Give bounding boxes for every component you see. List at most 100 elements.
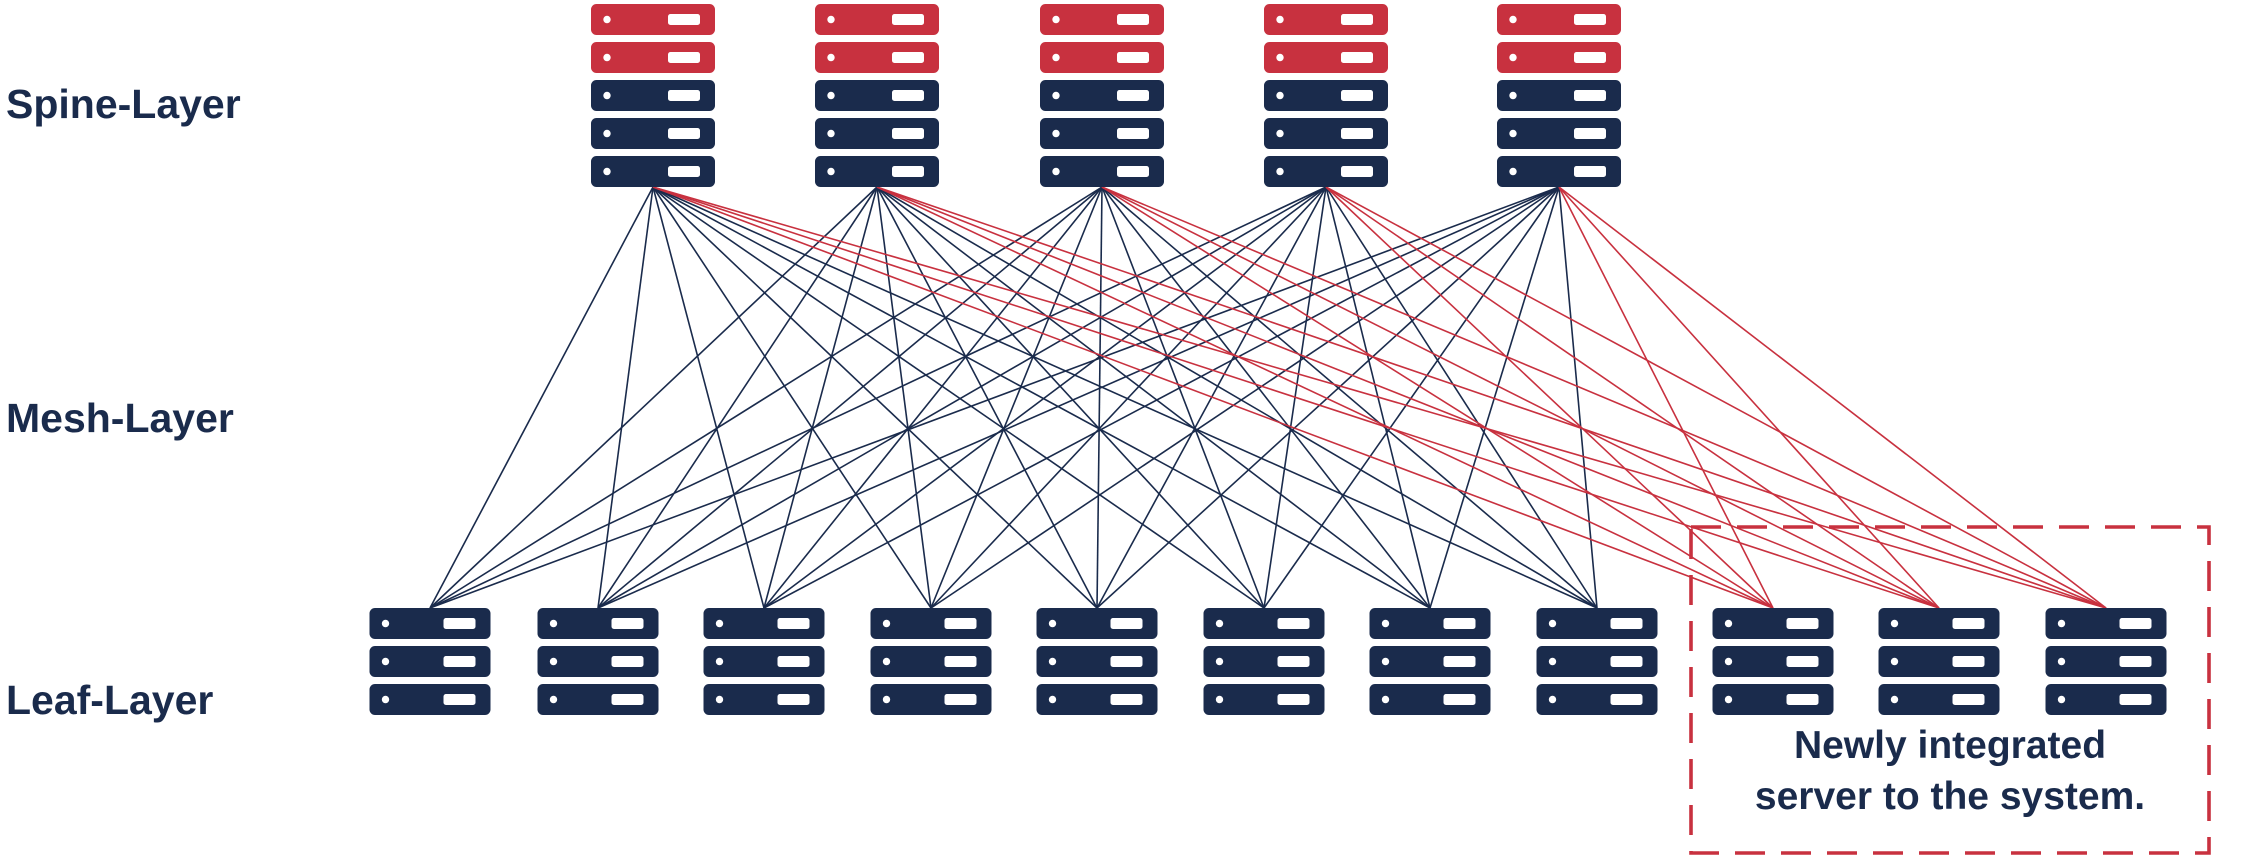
server-led-dot: [827, 15, 835, 24]
server-led-dot: [827, 53, 835, 62]
mesh-link-spine-node-4-leaf-node-8: [1325, 186, 1598, 609]
server-unit: [537, 684, 659, 715]
server-led-dot: [882, 657, 891, 666]
server-led-dot: [603, 91, 611, 100]
mesh-link-spine-node-1-leaf-node-1: [429, 186, 654, 609]
server-unit: [703, 684, 825, 715]
server-unit: [703, 646, 825, 677]
mesh-link-spine-node-2-leaf-node-10: [876, 186, 1940, 609]
mesh-link-spine-node-5-leaf-node-7: [1429, 186, 1560, 609]
server-drive-slot: [1341, 52, 1373, 63]
server-drive-slot: [1610, 694, 1643, 705]
server-unit: [2045, 684, 2167, 715]
mesh-link-spine-node-1-leaf-node-10: [652, 186, 1940, 609]
spine-node-5: [1497, 4, 1621, 187]
server-led-dot: [2057, 657, 2066, 666]
server-led-dot: [603, 15, 611, 24]
mesh-link-spine-node-1-leaf-node-9: [652, 186, 1774, 609]
server-drive-slot: [1786, 656, 1819, 667]
server-drive-slot: [1786, 694, 1819, 705]
mesh-link-spine-node-3-leaf-node-5: [1096, 186, 1103, 609]
server-unit: [1040, 118, 1164, 149]
server-led-dot: [827, 129, 835, 138]
server-drive-slot: [668, 128, 700, 139]
server-led-dot: [1724, 619, 1733, 628]
server-unit: [703, 608, 825, 639]
server-drive-slot: [1341, 14, 1373, 25]
server-led-dot: [1509, 53, 1517, 62]
server-led-dot: [1548, 619, 1557, 628]
leaf-node-8: [1536, 608, 1658, 715]
server-drive-slot: [1110, 656, 1143, 667]
mesh-link-spine-node-3-leaf-node-11: [1101, 186, 2107, 609]
annotation-line-1: Newly integrated: [1793, 724, 2107, 767]
server-drive-slot: [1117, 14, 1149, 25]
server-drive-slot: [668, 14, 700, 25]
server-led-dot: [1215, 657, 1224, 666]
mesh-links-new: [652, 186, 2107, 609]
server-led-dot: [1052, 129, 1060, 138]
server-unit: [1264, 42, 1388, 73]
mesh-link-spine-node-2-leaf-node-7: [876, 186, 1431, 609]
server-led-dot: [1048, 619, 1057, 628]
mesh-layer-label: Mesh-Layer: [6, 395, 234, 441]
server-drive-slot: [668, 90, 700, 101]
server-drive-slot: [668, 166, 700, 177]
mesh-link-spine-node-3-leaf-node-4: [930, 186, 1103, 609]
mesh-link-spine-node-4-leaf-node-10: [1325, 186, 1940, 609]
leaf-node-6: [1203, 608, 1325, 715]
server-unit: [1203, 608, 1325, 639]
server-led-dot: [827, 91, 835, 100]
spine-node-1: [591, 4, 715, 187]
mesh-link-spine-node-3-leaf-node-9: [1101, 186, 1774, 609]
leaf-node-10: [1878, 608, 2000, 715]
server-unit: [591, 42, 715, 73]
server-drive-slot: [944, 618, 977, 629]
server-led-dot: [1276, 15, 1284, 24]
mesh-link-spine-node-1-leaf-node-2: [597, 186, 654, 609]
server-drive-slot: [1277, 618, 1310, 629]
server-led-dot: [715, 695, 724, 704]
server-unit: [1536, 608, 1658, 639]
server-drive-slot: [611, 618, 644, 629]
server-drive-slot: [611, 656, 644, 667]
server-led-dot: [1890, 619, 1899, 628]
mesh-link-spine-node-1-leaf-node-7: [652, 186, 1431, 609]
server-drive-slot: [1952, 694, 1985, 705]
server-led-dot: [1724, 657, 1733, 666]
server-unit: [1369, 608, 1491, 639]
server-drive-slot: [1117, 90, 1149, 101]
mesh-link-spine-node-5-leaf-node-11: [1558, 186, 2107, 609]
server-unit: [1497, 156, 1621, 187]
server-drive-slot: [892, 90, 924, 101]
mesh-link-spine-node-5-leaf-node-8: [1558, 186, 1598, 609]
server-unit: [1036, 608, 1158, 639]
server-unit: [1878, 646, 2000, 677]
server-unit: [1040, 80, 1164, 111]
server-led-dot: [1548, 695, 1557, 704]
leaf-node-5: [1036, 608, 1158, 715]
mesh-link-spine-node-4-leaf-node-1: [429, 186, 1327, 609]
server-unit: [1712, 608, 1834, 639]
server-led-dot: [1276, 91, 1284, 100]
server-led-dot: [882, 695, 891, 704]
mesh-link-spine-node-1-leaf-node-11: [652, 186, 2107, 609]
mesh-link-spine-node-5-leaf-node-2: [597, 186, 1560, 609]
server-unit: [1369, 646, 1491, 677]
server-drive-slot: [668, 52, 700, 63]
server-led-dot: [549, 619, 558, 628]
server-unit: [1040, 4, 1164, 35]
mesh-link-spine-node-2-leaf-node-6: [876, 186, 1265, 609]
server-unit: [1036, 646, 1158, 677]
server-unit: [815, 80, 939, 111]
leaf-layer-label: Leaf-Layer: [6, 677, 214, 723]
leaf-node-11: [2045, 608, 2167, 715]
server-drive-slot: [443, 694, 476, 705]
server-drive-slot: [1443, 656, 1476, 667]
new-server-annotation: Newly integrated server to the system.: [1691, 720, 2209, 822]
server-drive-slot: [1117, 166, 1149, 177]
server-led-dot: [1509, 129, 1517, 138]
server-led-dot: [603, 129, 611, 138]
server-led-dot: [2057, 695, 2066, 704]
server-drive-slot: [2119, 694, 2152, 705]
